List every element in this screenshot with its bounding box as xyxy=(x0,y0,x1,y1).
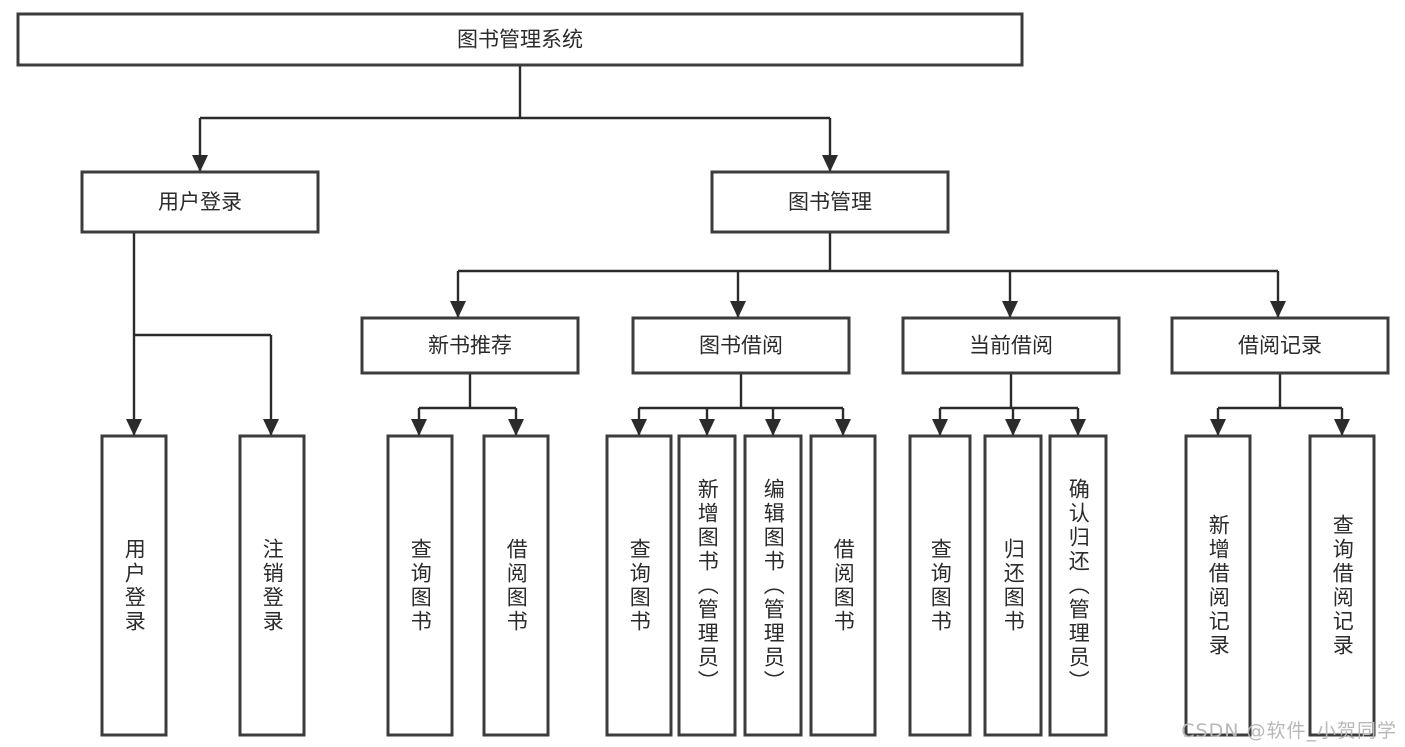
edge-group-record xyxy=(1216,373,1344,436)
leaf-node-6[interactable] xyxy=(743,434,803,737)
leaf-node-11-box xyxy=(1184,434,1252,737)
level3-node-2-label: 当前借阅 xyxy=(969,334,1053,358)
level2-node-0-label: 用户登录 xyxy=(158,190,242,214)
edge-group-newbook xyxy=(417,373,518,436)
arrow-icon-mgmt-3 xyxy=(1270,301,1286,318)
arrow-icon-borrow-0 xyxy=(631,419,647,436)
level3-node-3[interactable]: 借阅记录 xyxy=(1170,316,1390,375)
arrow-icon-record-1 xyxy=(1334,419,1350,436)
arrow-icon-mgmt-1 xyxy=(730,301,746,318)
arrow-icon-newbook-1 xyxy=(508,419,524,436)
leaf-node-4-box xyxy=(605,434,673,737)
arrow-icon-login-0 xyxy=(126,419,142,436)
leaf-node-1-box xyxy=(238,434,306,737)
edge-group-borrow xyxy=(637,373,845,436)
level2-node-1[interactable]: 图书管理 xyxy=(710,170,950,234)
level3-node-3-box xyxy=(1170,316,1390,375)
leaf-node-2[interactable] xyxy=(386,434,454,737)
arrow-icon-current-0 xyxy=(932,419,948,436)
leaf-node-6-box xyxy=(743,434,803,737)
leaf-node-10[interactable] xyxy=(1048,434,1108,737)
leaf-node-12-box xyxy=(1308,434,1376,737)
arrow-icon-borrow-3 xyxy=(835,419,851,436)
arrow-icon-newbook-0 xyxy=(411,419,427,436)
arrow-icon-mgmt-2 xyxy=(1002,301,1018,318)
leaf-node-7-box xyxy=(809,434,877,737)
leaf-node-layer xyxy=(100,434,1376,737)
arrow-icon-mgmt-0 xyxy=(450,301,466,318)
arrow-icon-current-1 xyxy=(1005,419,1021,436)
arrow-icon-borrow-1 xyxy=(699,419,715,436)
level3-node-0-label: 新书推荐 xyxy=(428,334,512,358)
leaf-node-9[interactable] xyxy=(983,434,1043,737)
arrow-icon-borrow-2 xyxy=(765,419,781,436)
leaf-node-9-box xyxy=(983,434,1043,737)
leaf-node-3-box xyxy=(482,434,550,737)
root-node-图书管理系统-box xyxy=(16,12,1024,67)
watermark-text: CSDN @软件_小贺同学 xyxy=(1181,720,1397,742)
root-node-layer: 图书管理系统 xyxy=(16,12,1024,67)
leaf-node-3[interactable] xyxy=(482,434,550,737)
level3-node-2[interactable]: 当前借阅 xyxy=(901,316,1121,375)
leaf-node-11[interactable] xyxy=(1184,434,1252,737)
leaf-node-7[interactable] xyxy=(809,434,877,737)
root-node-图书管理系统-label: 图书管理系统 xyxy=(457,28,583,52)
leaf-node-8-box xyxy=(908,434,972,737)
level2-node-0-box xyxy=(80,170,320,234)
level3-node-3-label: 借阅记录 xyxy=(1238,334,1322,358)
level3-node-0[interactable]: 新书推荐 xyxy=(360,316,580,375)
arrow-icon-login-1 xyxy=(263,419,279,436)
leaf-node-5-box xyxy=(677,434,737,737)
level2-node-0[interactable]: 用户登录 xyxy=(80,170,320,234)
leaf-node-0-box xyxy=(100,434,168,737)
level3-node-layer: 新书推荐 图书借阅 当前借阅 借阅记录 xyxy=(360,316,1390,375)
leaf-node-5[interactable] xyxy=(677,434,737,737)
arrow-icon-current-2 xyxy=(1070,419,1086,436)
leaf-node-12[interactable] xyxy=(1308,434,1376,737)
level3-node-1-box xyxy=(631,316,851,375)
leaf-node-2-box xyxy=(386,434,454,737)
edge-group-mgmt xyxy=(456,232,1280,318)
leaf-node-10-box xyxy=(1048,434,1108,737)
arrow-icon-root-0 xyxy=(192,155,208,172)
arrow-icon-record-0 xyxy=(1210,419,1226,436)
leaf-node-0[interactable] xyxy=(100,434,168,737)
level2-node-1-label: 图书管理 xyxy=(788,190,872,214)
level3-node-1[interactable]: 图书借阅 xyxy=(631,316,851,375)
edge-group-root xyxy=(198,65,832,172)
edge-group-login xyxy=(132,232,273,436)
leaf-node-8[interactable] xyxy=(908,434,972,737)
root-node-图书管理系统[interactable]: 图书管理系统 xyxy=(16,12,1024,67)
level2-node-layer: 用户登录 图书管理 xyxy=(80,170,950,234)
arrow-icon-root-1 xyxy=(822,155,838,172)
leaf-node-4[interactable] xyxy=(605,434,673,737)
level2-node-1-box xyxy=(710,170,950,234)
level3-node-1-label: 图书借阅 xyxy=(699,334,783,358)
level3-node-0-box xyxy=(360,316,580,375)
leaf-node-1[interactable] xyxy=(238,434,306,737)
level3-node-2-box xyxy=(901,316,1121,375)
connector-layer xyxy=(126,65,1350,436)
